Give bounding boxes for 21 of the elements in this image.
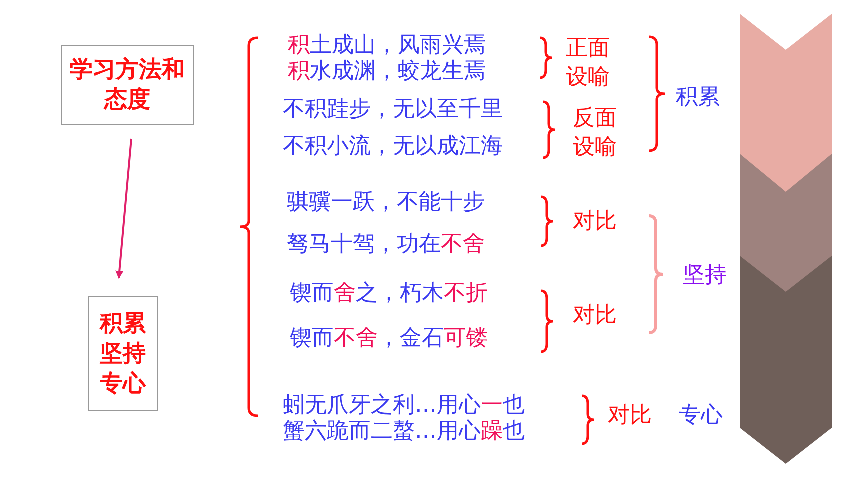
category-label: 坚持 xyxy=(683,263,727,289)
annotation: 正面设喻 xyxy=(566,35,611,92)
annotation: 对比 xyxy=(573,209,617,235)
annotation: 对比 xyxy=(573,303,617,329)
text-box: 积累坚持专心 xyxy=(88,296,158,411)
annotation: 反面设喻 xyxy=(573,105,618,162)
quote-line: 锲而不舍，金石可镂 xyxy=(290,326,488,352)
arrow xyxy=(116,138,132,279)
quote-line: 不积小流，无以成江海 xyxy=(283,134,503,160)
quote-line: 蟹六跪而二螯…用心躁也 xyxy=(283,419,525,445)
quote-line: 积土成山，风雨兴焉 xyxy=(288,33,486,59)
annotation: 对比 xyxy=(608,403,652,429)
quote-line: 积水成渊，蛟龙生焉 xyxy=(288,59,486,85)
quote-line: 骐骥一跃，不能十步 xyxy=(287,190,485,216)
category-label: 积累 xyxy=(676,85,720,111)
quote-line: 不积跬步，无以至千里 xyxy=(283,97,503,123)
category-label: 专心 xyxy=(679,403,723,429)
quote-line: 驽马十驾，功在不舍 xyxy=(287,232,485,258)
quote-line: 锲而舍之，朽木不折 xyxy=(290,281,488,307)
text-box: 学习方法和态度 xyxy=(61,45,194,125)
quote-line: 蚓无爪牙之利…用心一也 xyxy=(283,393,525,419)
